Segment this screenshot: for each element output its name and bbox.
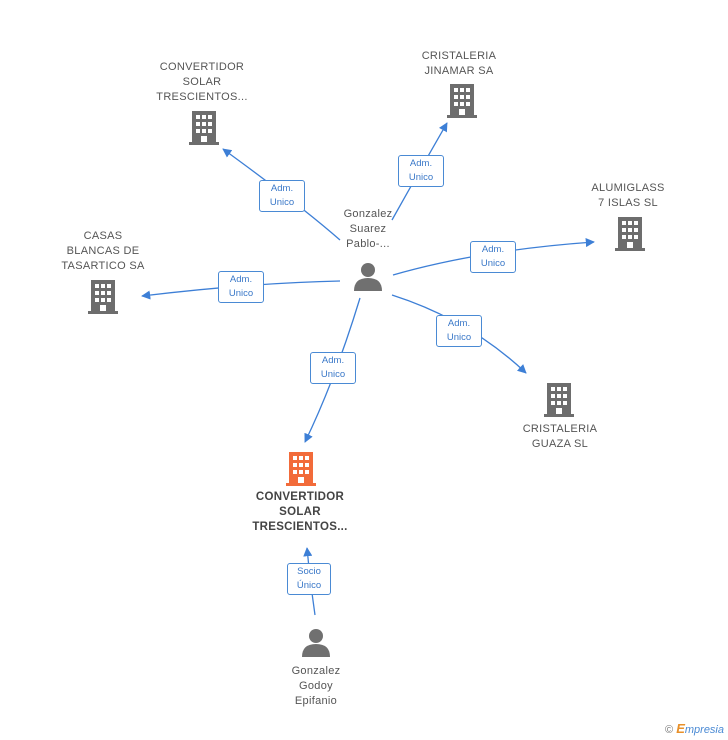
edge-label-adm-unico: Adm.Unico	[436, 315, 482, 347]
edge-label-adm-unico: Adm.Unico	[259, 180, 305, 212]
building-windows	[95, 88, 638, 483]
empresia-logo: © Empresia	[665, 721, 724, 736]
node-label-convertidor-solar-main[interactable]: CONVERTIDOR SOLAR TRESCIENTOS...	[252, 491, 348, 533]
node-label-convertidor-solar-top[interactable]: CONVERTIDOR SOLAR TRESCIENTOS...	[156, 61, 248, 103]
edge-label-adm-unico: Adm.Unico	[470, 241, 516, 273]
person-icon	[302, 629, 330, 657]
node-label-cristaleria-guaza[interactable]: CRISTALERIA GUAZA SL	[522, 423, 598, 450]
edge-label-adm-unico: Adm.Unico	[398, 155, 444, 187]
node-label-cristaleria-jinamar[interactable]: CRISTALERIA JINAMAR SA	[421, 50, 497, 77]
node-label-casas-blancas[interactable]: CASAS BLANCAS DE TASARTICO SA	[61, 230, 145, 272]
node-label-alumiglass[interactable]: ALUMIGLASS 7 ISLAS SL	[591, 182, 665, 209]
edge-label-adm-unico: Adm.Unico	[218, 271, 264, 303]
node-label-gonzalez-godoy[interactable]: Gonzalez Godoy Epifanio	[291, 665, 341, 707]
edge-label-adm-unico: Adm.Unico	[310, 352, 356, 384]
person-icon	[354, 263, 382, 291]
node-label-gonzalez-suarez[interactable]: Gonzalez Suarez Pablo-...	[343, 208, 393, 250]
